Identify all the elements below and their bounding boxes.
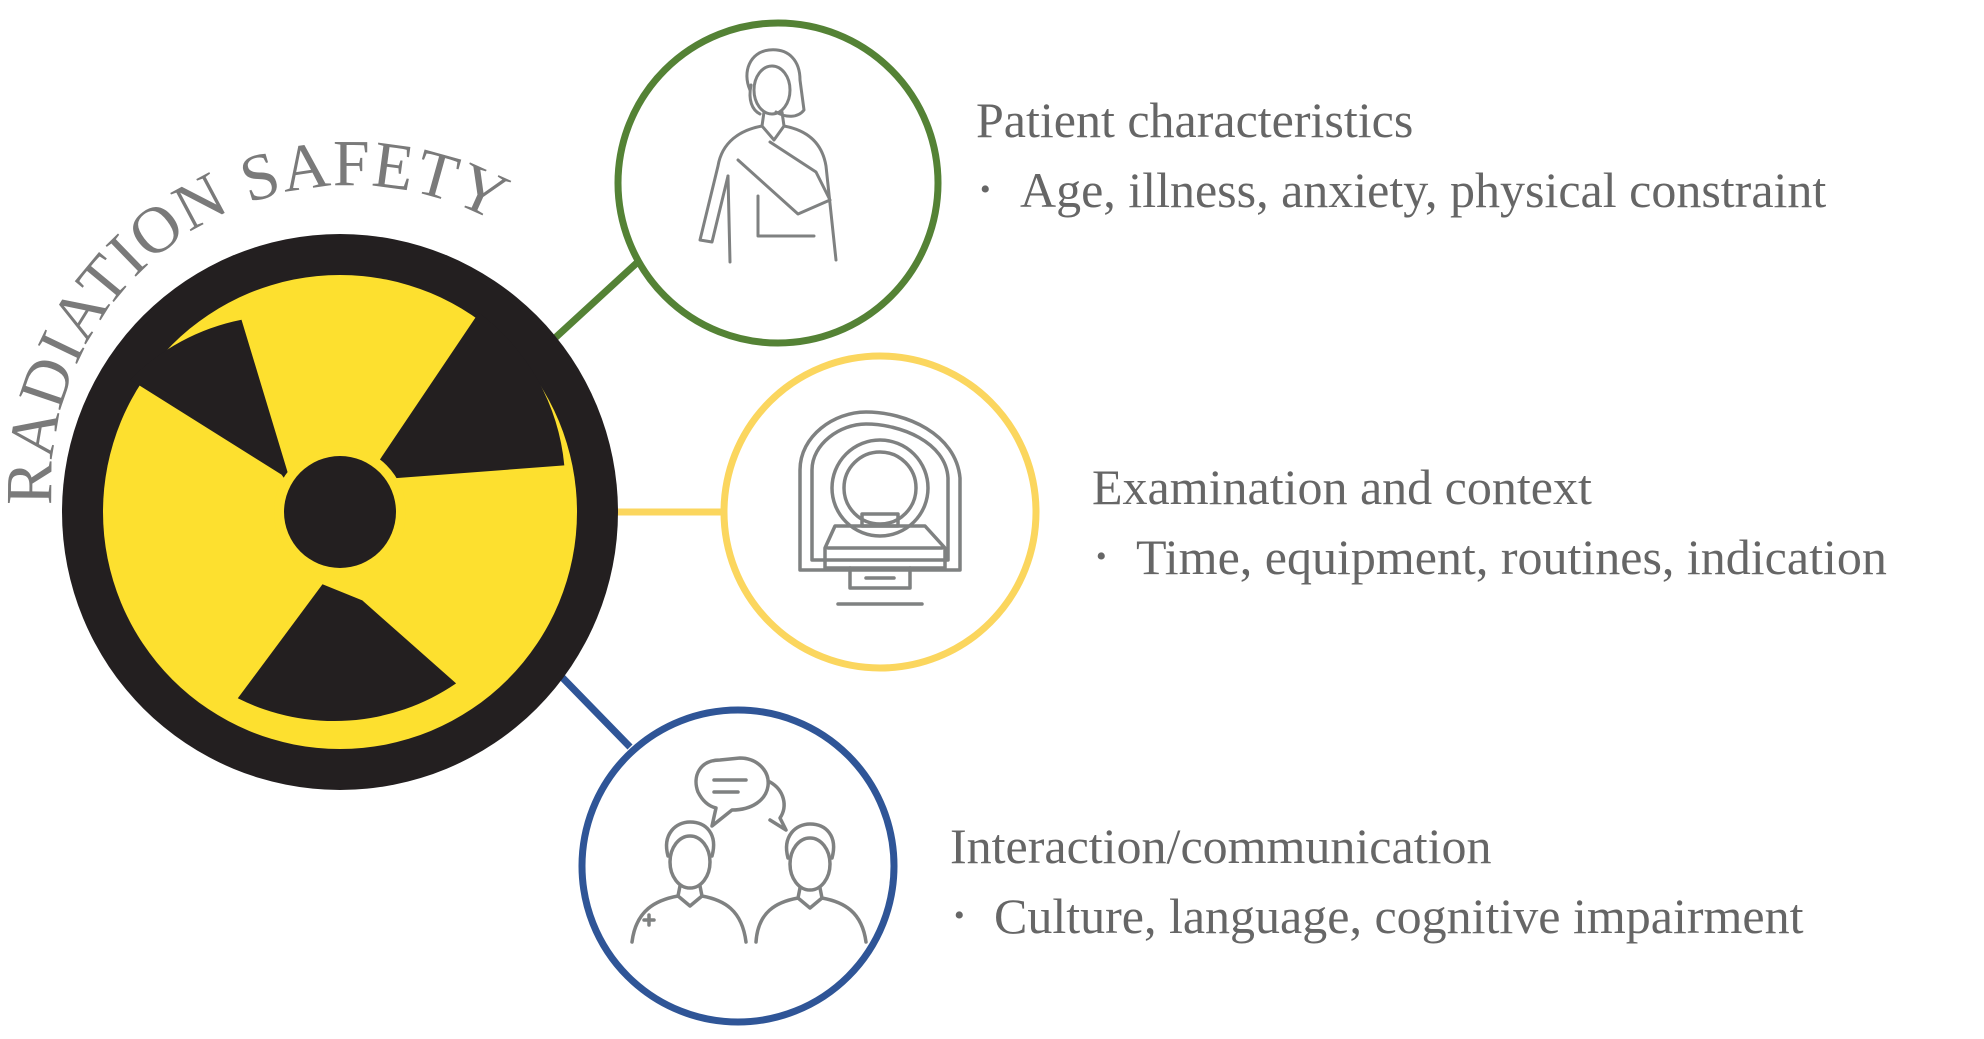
communication-people-icon xyxy=(630,756,868,944)
exam-factor-text: Examination and context • Time, equipment… xyxy=(1092,456,1887,594)
radiation-trefoil-top-left xyxy=(130,319,294,491)
interaction-ring xyxy=(578,706,898,1026)
patient-node xyxy=(614,19,942,347)
radiation-trefoil-top-right xyxy=(379,312,565,479)
connector-patient xyxy=(552,257,643,341)
interaction-node xyxy=(578,706,898,1026)
exam-factor-detail-line: • Time, equipment, routines, indication xyxy=(1092,526,1887,594)
patient-factor-detail: Age, illness, anxiety, physical constrai… xyxy=(1020,162,1827,218)
patient-arm-sling-icon xyxy=(698,48,838,264)
patient-ring xyxy=(614,19,942,347)
patient-factor-detail-line: • Age, illness, anxiety, physical constra… xyxy=(976,159,1826,227)
radiation-symbol xyxy=(62,234,618,790)
interaction-factor-detail: Culture, language, cognitive impairment xyxy=(994,888,1804,944)
exam-ring xyxy=(720,352,1040,672)
exam-node xyxy=(720,352,1040,672)
patient-factor-text: Patient characteristics • Age, illness, a… xyxy=(976,89,1826,227)
connector-interaction xyxy=(552,667,633,750)
exam-factor-detail: Time, equipment, routines, indication xyxy=(1136,529,1887,585)
interaction-factor-text: Interaction/communication • Culture, lang… xyxy=(950,815,1804,953)
bullet-icon: • xyxy=(954,898,965,932)
radiation-trefoil-bottom xyxy=(237,584,457,722)
ct-scanner-icon xyxy=(798,410,962,606)
patient-factor-title: Patient characteristics xyxy=(976,92,1414,148)
radiation-center-dot xyxy=(284,456,396,568)
exam-factor-title: Examination and context xyxy=(1092,459,1592,515)
bullet-icon: • xyxy=(980,172,991,206)
bullet-icon: • xyxy=(1096,539,1107,573)
interaction-factor-detail-line: • Culture, language, cognitive impairment xyxy=(950,885,1804,953)
interaction-factor-title: Interaction/communication xyxy=(950,818,1492,874)
